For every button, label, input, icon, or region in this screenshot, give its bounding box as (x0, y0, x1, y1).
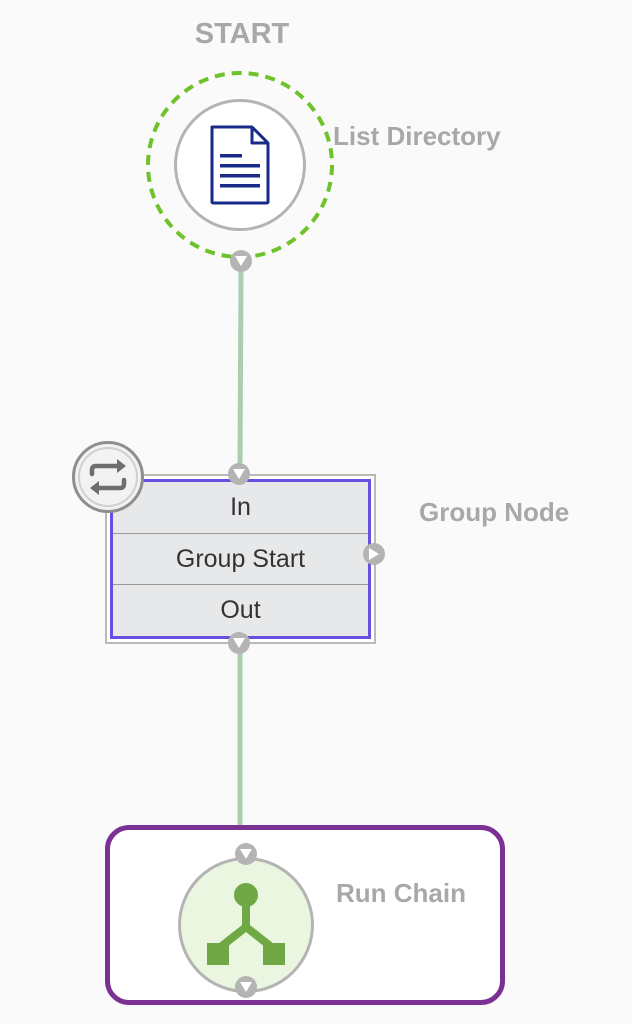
document-icon (210, 125, 270, 205)
group-node-label: Group Node (419, 497, 570, 527)
list-directory-node[interactable] (174, 99, 306, 231)
run-chain-output-port[interactable] (235, 976, 257, 998)
port-arrow-down-icon (233, 469, 245, 479)
port-arrow-down-icon (240, 849, 252, 859)
group-row-out[interactable]: Out (113, 584, 368, 636)
group-row-group-start[interactable]: Group Start (113, 532, 368, 585)
chain-fork-icon (207, 883, 285, 965)
port-arrow-down-icon (233, 638, 245, 648)
group-output-port[interactable] (228, 632, 250, 654)
group-start-output-port[interactable] (363, 543, 385, 565)
edge-list-directory-to-group[interactable] (237, 269, 244, 468)
port-arrow-down-icon (235, 256, 247, 266)
run-chain-node[interactable] (178, 857, 314, 993)
run-chain-label: Run Chain (336, 878, 466, 908)
loop-icon (89, 459, 127, 495)
list-directory-label: List Directory (333, 121, 501, 151)
group-row-in[interactable]: In (230, 492, 251, 521)
port-arrow-down-icon (240, 982, 252, 992)
run-chain-input-port[interactable] (235, 843, 257, 865)
group-input-port[interactable] (228, 463, 250, 485)
group-node[interactable]: In Group Start Out (105, 474, 376, 644)
start-label: START (194, 18, 290, 50)
port-arrow-right-icon (369, 548, 379, 560)
loop-badge[interactable] (72, 441, 144, 513)
list-directory-output-port[interactable] (230, 250, 252, 272)
group-node-body: In Group Start Out (110, 479, 371, 639)
